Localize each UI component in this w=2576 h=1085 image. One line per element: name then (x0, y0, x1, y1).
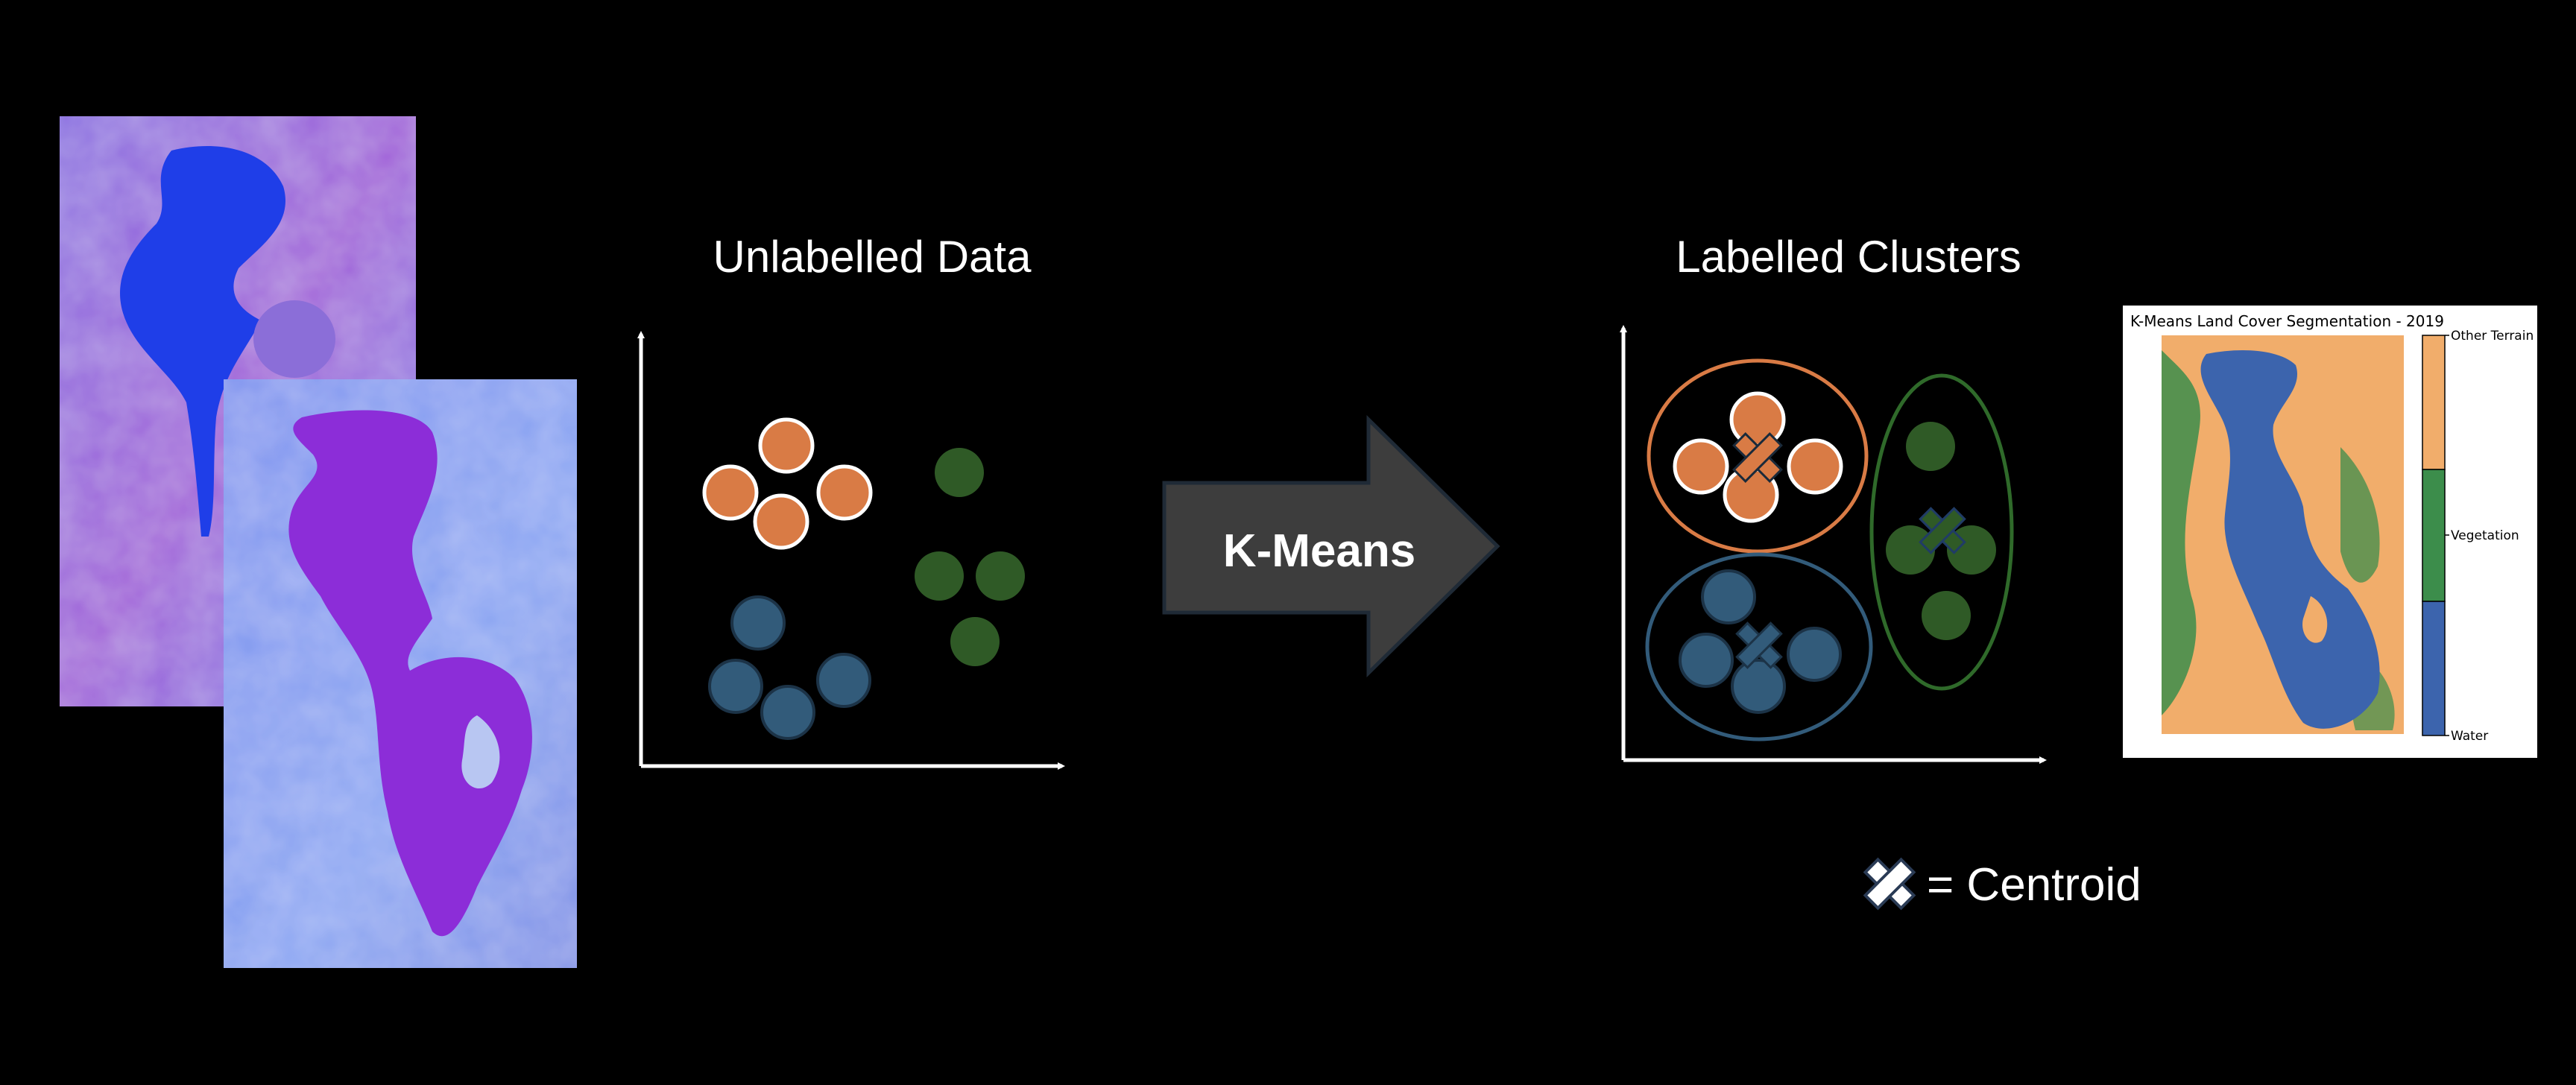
segmentation-title: K-Means Land Cover Segmentation - 2019 (2130, 312, 2444, 330)
segmentation-colorbar: Other Terrain Vegetation Water (2422, 329, 2534, 744)
segmentation-image (2162, 335, 2404, 734)
centroid-blue-icon (1735, 621, 1783, 669)
data-point-orange (753, 493, 809, 550)
cluster-boundary-blue (1645, 552, 1873, 741)
lake-shape-back (120, 145, 285, 537)
unlabelled-points (702, 417, 1025, 740)
cluster-boundary-green (1869, 373, 2014, 691)
lake-shape-front (288, 410, 532, 937)
data-point-blue (708, 659, 763, 714)
segmentation-map: K-Means Land Cover Segmentation - 2019 O… (2123, 306, 2537, 758)
colorbar-label-vegetation: Vegetation (2451, 528, 2519, 543)
centroid-x-icon (1863, 857, 1916, 911)
satellite-image-front (224, 379, 577, 968)
cluster-orange (1647, 358, 1869, 554)
centroid-orange-icon (1732, 432, 1783, 483)
legend-label: = Centroid (1927, 859, 2141, 911)
segmentation-water (2200, 350, 2380, 729)
data-point-orange (758, 417, 815, 474)
data-point-green (935, 448, 984, 497)
data-point-blue (730, 595, 786, 651)
unlabelled-axes (637, 331, 1065, 770)
data-point-green (950, 617, 1000, 666)
kmeans-arrow: K-Means (1162, 415, 1500, 677)
data-point-orange (702, 464, 759, 521)
colorbar-label-terrain: Other Terrain (2451, 329, 2534, 344)
centroid-green-icon (1919, 507, 1966, 554)
labelled-title: Labelled Clusters (1676, 232, 2021, 282)
labelled-axes (1620, 325, 2047, 764)
colorbar-label-water: Water (2451, 729, 2488, 744)
data-point-green (915, 551, 964, 601)
data-point-orange (816, 464, 873, 521)
cluster-green (1869, 373, 2014, 691)
cluster-boundary-orange (1647, 358, 1869, 554)
data-point-blue (816, 653, 871, 708)
centroid-legend: = Centroid (1863, 857, 2141, 911)
data-point-green (976, 551, 1025, 601)
unlabelled-title: Unlabelled Data (713, 232, 1032, 282)
data-point-blue (760, 685, 815, 740)
cluster-blue (1645, 552, 1873, 741)
kmeans-label: K-Means (1223, 525, 1415, 577)
